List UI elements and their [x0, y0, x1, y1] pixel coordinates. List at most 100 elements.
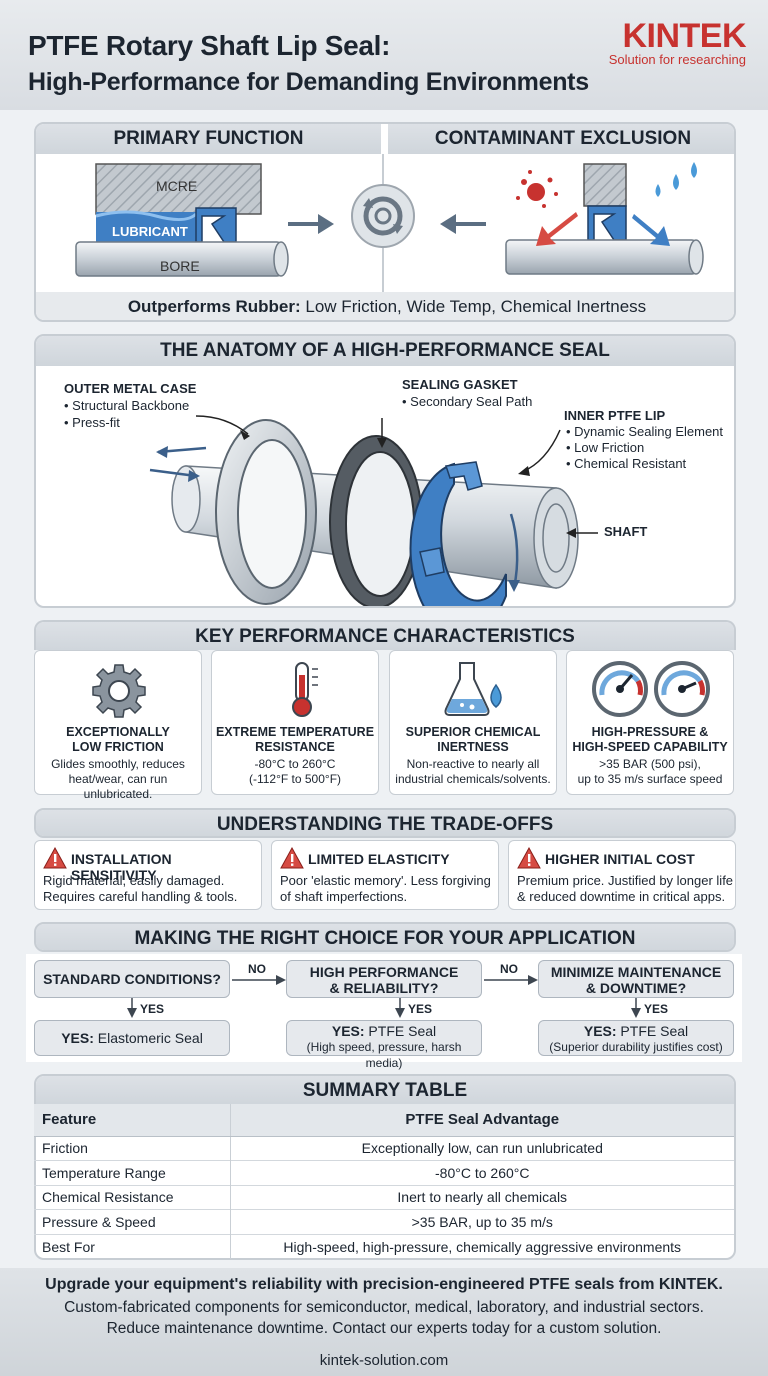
question-standard-conditions: STANDARD CONDITIONS? [34, 960, 230, 998]
table-header: Feature [34, 1104, 231, 1137]
tradeoff-title: HIGHER INITIAL COST [545, 851, 695, 867]
function-panel: PRIMARY FUNCTION CONTAMINANT EXCLUSION [34, 122, 736, 322]
table-cell: -80°C to 260°C [230, 1160, 734, 1185]
footer [0, 1268, 768, 1376]
card-description: -80°C to 260°C(-112°F to 500°F) [248, 757, 342, 786]
flask-icon [444, 662, 502, 716]
case-item: • Structural Backbone [64, 398, 190, 413]
table-cell: Exceptionally low, can run unlubricated [230, 1135, 734, 1161]
characteristics-panel: KEY PERFORMANCE CHARACTERISTICS [34, 620, 736, 650]
tradeoff-title: INSTALLATION SENSITIVITY [71, 851, 172, 883]
cta-line: Reduce maintenance downtime. Contact our… [106, 1320, 662, 1337]
label-lubricant: LUBRICANT [112, 224, 188, 239]
tradeoff-card: LIMITED ELASTICITY Poor 'elastic memory'… [271, 840, 499, 910]
function-illustration [75, 154, 704, 292]
tradeoffs-panel: UNDERSTANDING THE TRADE-OFFS [34, 808, 736, 838]
answer-elastomeric: YES: Elastomeric Seal [34, 1020, 230, 1056]
logo-tagline: Solution for researching [608, 52, 746, 67]
characteristics-title: KEY PERFORMANCE CHARACTERISTICS [36, 622, 734, 650]
anatomy-title: THE ANATOMY OF A HIGH-PERFORMANCE SEAL [36, 336, 734, 366]
no-label: NO [500, 962, 518, 976]
summary-bold: Outperforms Rubber: [127, 297, 301, 316]
page-title: PTFE Rotary Shaft Lip Seal: [28, 30, 391, 61]
yes-label: YES [644, 1002, 669, 1016]
page-subtitle: High-Performance for Demanding Environme… [28, 68, 589, 96]
choice-title: MAKING THE RIGHT CHOICE FOR YOUR APPLICA… [36, 924, 734, 950]
case-item: • Press-fit [64, 415, 120, 430]
cta-line: Custom-fabricated components for semicon… [64, 1299, 704, 1316]
anatomy-panel: THE ANATOMY OF A HIGH-PERFORMANCE SEAL [34, 334, 736, 608]
table-cell: Temperature Range [34, 1160, 231, 1185]
table-cell: >35 BAR, up to 35 m/s [230, 1209, 734, 1234]
gasket-item: • Secondary Seal Path [402, 394, 533, 409]
table-cell: Friction [34, 1135, 231, 1161]
gear-icon [92, 664, 146, 718]
gasket-title: SEALING GASKET [402, 377, 518, 392]
inner-ptfe-lip-callout: INNER PTFE LIP • Dynamic Sealing Element… [564, 408, 723, 472]
yes-label: YES [408, 1002, 433, 1016]
tradeoff-title: LIMITED ELASTICITY [308, 851, 450, 867]
header: PTFE Rotary Shaft Lip Seal: High-Perform… [0, 0, 768, 110]
seal-anatomy-illustration [149, 415, 598, 606]
flowchart: STANDARD CONDITIONS? HIGH PERFORMANCE& R… [26, 954, 742, 1070]
warning-icon [43, 847, 67, 869]
question-high-performance: HIGH PERFORMANCE& RELIABILITY? [286, 960, 482, 998]
table-cell: Best For [34, 1233, 231, 1259]
contaminant-exclusion-title: CONTAMINANT EXCLUSION [388, 124, 734, 154]
label-core: MCRE [156, 178, 198, 194]
function-summary: Outperforms Rubber: Low Friction, Wide T… [36, 292, 734, 320]
answer-ptfe-durability: YES: PTFE Seal(Superior durability justi… [538, 1020, 734, 1056]
gauge-icon [592, 661, 710, 717]
lip-item: • Chemical Resistant [566, 456, 687, 471]
answer-ptfe-performance: YES: PTFE Seal(High speed, pressure, har… [286, 1020, 482, 1070]
tradeoff-card: HIGHER INITIAL COST Premium price. Justi… [508, 840, 736, 910]
card-title: HIGH-PRESSURE &HIGH-SPEED CAPABILITY [572, 725, 728, 754]
table-cell: Chemical Resistance [34, 1184, 231, 1210]
summary-rest: Low Friction, Wide Temp, Chemical Inertn… [300, 297, 647, 316]
outer-metal-case-callout: OUTER METAL CASE • Structural Backbone •… [64, 380, 196, 431]
tradeoff-card: INSTALLATION SENSITIVITY Rigid material,… [34, 840, 262, 910]
website-link[interactable]: kintek-solution.com [319, 1352, 449, 1369]
table-row: Pressure & Speed>35 BAR, up to 35 m/s [34, 1209, 734, 1234]
question-minimize-maintenance: MINIMIZE MAINTENANCE& DOWNTIME? [538, 960, 734, 998]
primary-function-title: PRIMARY FUNCTION [36, 124, 381, 154]
thermometer-icon [292, 662, 318, 717]
logo-text: KINTEK [622, 17, 746, 55]
no-label: NO [248, 962, 266, 976]
cta-headline: Upgrade your equipment's reliability wit… [45, 1276, 723, 1293]
table-header-row: Feature PTFE Seal Advantage [34, 1104, 734, 1137]
lip-item: • Dynamic Sealing Element [566, 424, 724, 439]
characteristic-card: HIGH-PRESSURE &HIGH-SPEED CAPABILITY >35… [566, 650, 734, 795]
card-description: >35 BAR (500 psi),up to 35 m/s surface s… [577, 757, 723, 786]
case-title: OUTER METAL CASE [64, 381, 197, 396]
summary-title: SUMMARY TABLE [36, 1076, 734, 1106]
choice-panel: MAKING THE RIGHT CHOICE FOR YOUR APPLICA… [34, 922, 736, 952]
warning-icon [280, 847, 304, 869]
table-row: Temperature Range-80°C to 260°C [34, 1160, 734, 1185]
table-cell: Inert to nearly all chemicals [230, 1184, 734, 1210]
tradeoff-description: Rigid material, easily damaged.Requires … [43, 873, 238, 904]
label-bore: BORE [160, 258, 200, 274]
table-header: PTFE Seal Advantage [230, 1104, 734, 1137]
shaft-label: SHAFT [604, 524, 648, 539]
lip-title: INNER PTFE LIP [564, 408, 666, 423]
kintek-logo: KINTEK Solution for researching [608, 17, 747, 67]
warning-icon [517, 847, 541, 869]
tradeoffs-title: UNDERSTANDING THE TRADE-OFFS [36, 810, 734, 836]
sealing-gasket-callout: SEALING GASKET • Secondary Seal Path [402, 376, 532, 410]
table-cell: High-speed, high-pressure, chemically ag… [230, 1233, 734, 1259]
tradeoff-description: Premium price. Justified by longer life&… [517, 873, 734, 904]
yes-label: YES [140, 1002, 165, 1016]
